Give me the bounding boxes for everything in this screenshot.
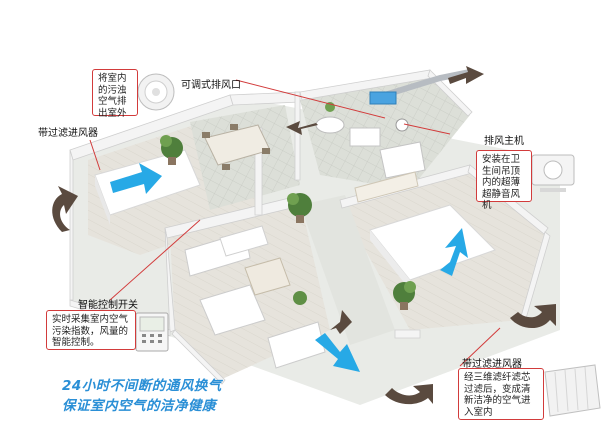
callout-text: 将室内的污浊空气排出室外 [98, 73, 127, 119]
fresh-air-arrow [110, 163, 162, 194]
leader-lines [89, 79, 501, 367]
round-vent-device [137, 73, 175, 111]
plant-icon [293, 291, 307, 305]
walls [69, 69, 551, 385]
ceiling-fan-callout: 安装在卫生间吊顶内的超薄超静音风机 [476, 150, 532, 211]
exhaust-air-arrow [510, 304, 556, 329]
adjustable-outlet-label: 可调式排风口 [181, 80, 241, 91]
exhaust-air-arrow [286, 121, 318, 135]
callout-text: 实时采集室内空气污染指数，风量的智能控制。 [52, 314, 129, 348]
corridor-floor [300, 195, 395, 345]
callout-text: 安装在卫生间吊顶内的超薄超静音风机 [482, 154, 521, 211]
slogan-line-1: 24小时不间断的通风换气 [62, 378, 222, 394]
smart-switch-label: 智能控制开关 [78, 300, 138, 311]
exhaust-unit-label: 排风主机 [484, 136, 524, 147]
realtime-sampling-callout: 实时采集室内空气污染指数，风量的智能控制。 [46, 310, 136, 350]
bathroom-floor [300, 75, 470, 190]
round-vent-icon [395, 118, 409, 132]
furniture [94, 116, 496, 369]
plants [160, 102, 416, 310]
exhaust-fan-unit-icon [369, 91, 397, 105]
slogan-line-2: 保证室内空气的洁净健康 [62, 398, 216, 414]
exhaust-air-arrow [385, 384, 433, 405]
fresh-air-arrows [110, 163, 468, 372]
filtered-inlet-top-label: 带过滤进风器 [38, 128, 98, 139]
plant-icon [160, 135, 183, 165]
filtered-inlet-bottom-label: 带过滤进风器 [462, 359, 522, 370]
exhaust-air-arrows [52, 66, 556, 405]
exhaust-fan-unit-icon [531, 154, 575, 192]
fresh-air-arrow [315, 333, 360, 372]
control-panel-icon [135, 312, 169, 352]
callout-text: 经三维滤纤滤芯过滤后，变成清新洁净的空气进入室内 [464, 372, 531, 418]
fresh-air-arrow [440, 228, 468, 276]
plant-icon [287, 193, 312, 223]
exhaust-duct [369, 69, 471, 132]
exhaust-air-arrow [52, 186, 78, 232]
triple-filter-callout: 经三维滤纤滤芯过滤后，变成清新洁净的空气进入室内 [458, 368, 544, 420]
exhaust-air-arrow [448, 66, 484, 84]
exhaust-air-arrow [330, 310, 352, 334]
exhaust-indoor-callout: 将室内的污浊空气排出室外 [92, 69, 138, 119]
plant-icon [393, 281, 416, 310]
inlet-filter-icon [544, 364, 601, 417]
